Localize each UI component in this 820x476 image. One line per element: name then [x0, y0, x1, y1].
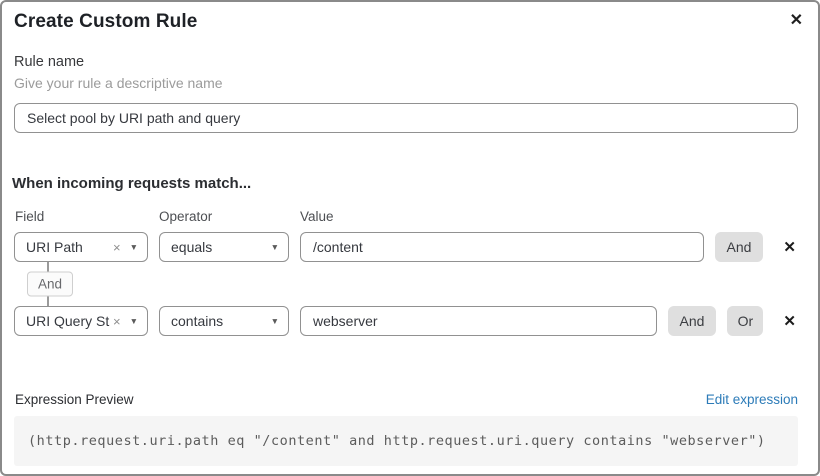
expression-preview-label: Expression Preview — [15, 392, 134, 407]
field-select-value: URI Query St... — [26, 313, 110, 329]
delete-row-icon[interactable]: ✕ — [783, 312, 796, 330]
row-connector: And — [14, 262, 798, 306]
operator-select-value: equals — [171, 239, 213, 255]
chevron-down-icon: ▼ — [270, 242, 279, 252]
clear-icon[interactable]: × — [112, 313, 121, 329]
chevron-down-icon: ▼ — [129, 316, 138, 326]
delete-row-icon[interactable]: ✕ — [783, 238, 796, 256]
rule-name-input[interactable] — [14, 103, 798, 133]
edit-expression-link[interactable]: Edit expression — [705, 392, 798, 407]
field-select[interactable]: URI Query St... × ▼ — [14, 306, 148, 336]
expression-preview-header: Expression Preview Edit expression — [14, 392, 798, 407]
rule-condition-row: URI Path × ▼ equals ▼ And ✕ — [14, 232, 798, 262]
chevron-down-icon: ▼ — [129, 242, 138, 252]
and-button[interactable]: And — [667, 306, 717, 336]
chevron-down-icon: ▼ — [270, 316, 279, 326]
value-input[interactable] — [300, 306, 657, 336]
operator-select[interactable]: contains ▼ — [159, 306, 289, 336]
match-heading: When incoming requests match... — [12, 175, 252, 192]
rule-name-label: Rule name — [14, 54, 85, 70]
rule-condition-row: URI Query St... × ▼ contains ▼ And Or ✕ — [14, 306, 798, 336]
field-column-label: Field — [15, 209, 45, 224]
column-headers: Field Operator Value — [14, 209, 798, 224]
expression-code-block: (http.request.uri.path eq "/content" and… — [14, 416, 798, 466]
field-select[interactable]: URI Path × ▼ — [14, 232, 148, 262]
field-select-value: URI Path — [26, 239, 83, 255]
rule-name-helper: Give your rule a descriptive name — [14, 75, 223, 91]
close-icon[interactable]: ✕ — [786, 9, 807, 33]
and-button[interactable]: And — [714, 232, 764, 262]
operator-select-value: contains — [171, 313, 224, 329]
value-input[interactable] — [300, 232, 704, 262]
dialog-title: Create Custom Rule — [14, 11, 198, 32]
value-column-label: Value — [300, 209, 334, 224]
operator-column-label: Operator — [159, 209, 213, 224]
clear-icon[interactable]: × — [112, 239, 121, 255]
or-button[interactable]: Or — [727, 306, 764, 336]
operator-select[interactable]: equals ▼ — [159, 232, 289, 262]
connector-and-badge: And — [27, 271, 74, 297]
